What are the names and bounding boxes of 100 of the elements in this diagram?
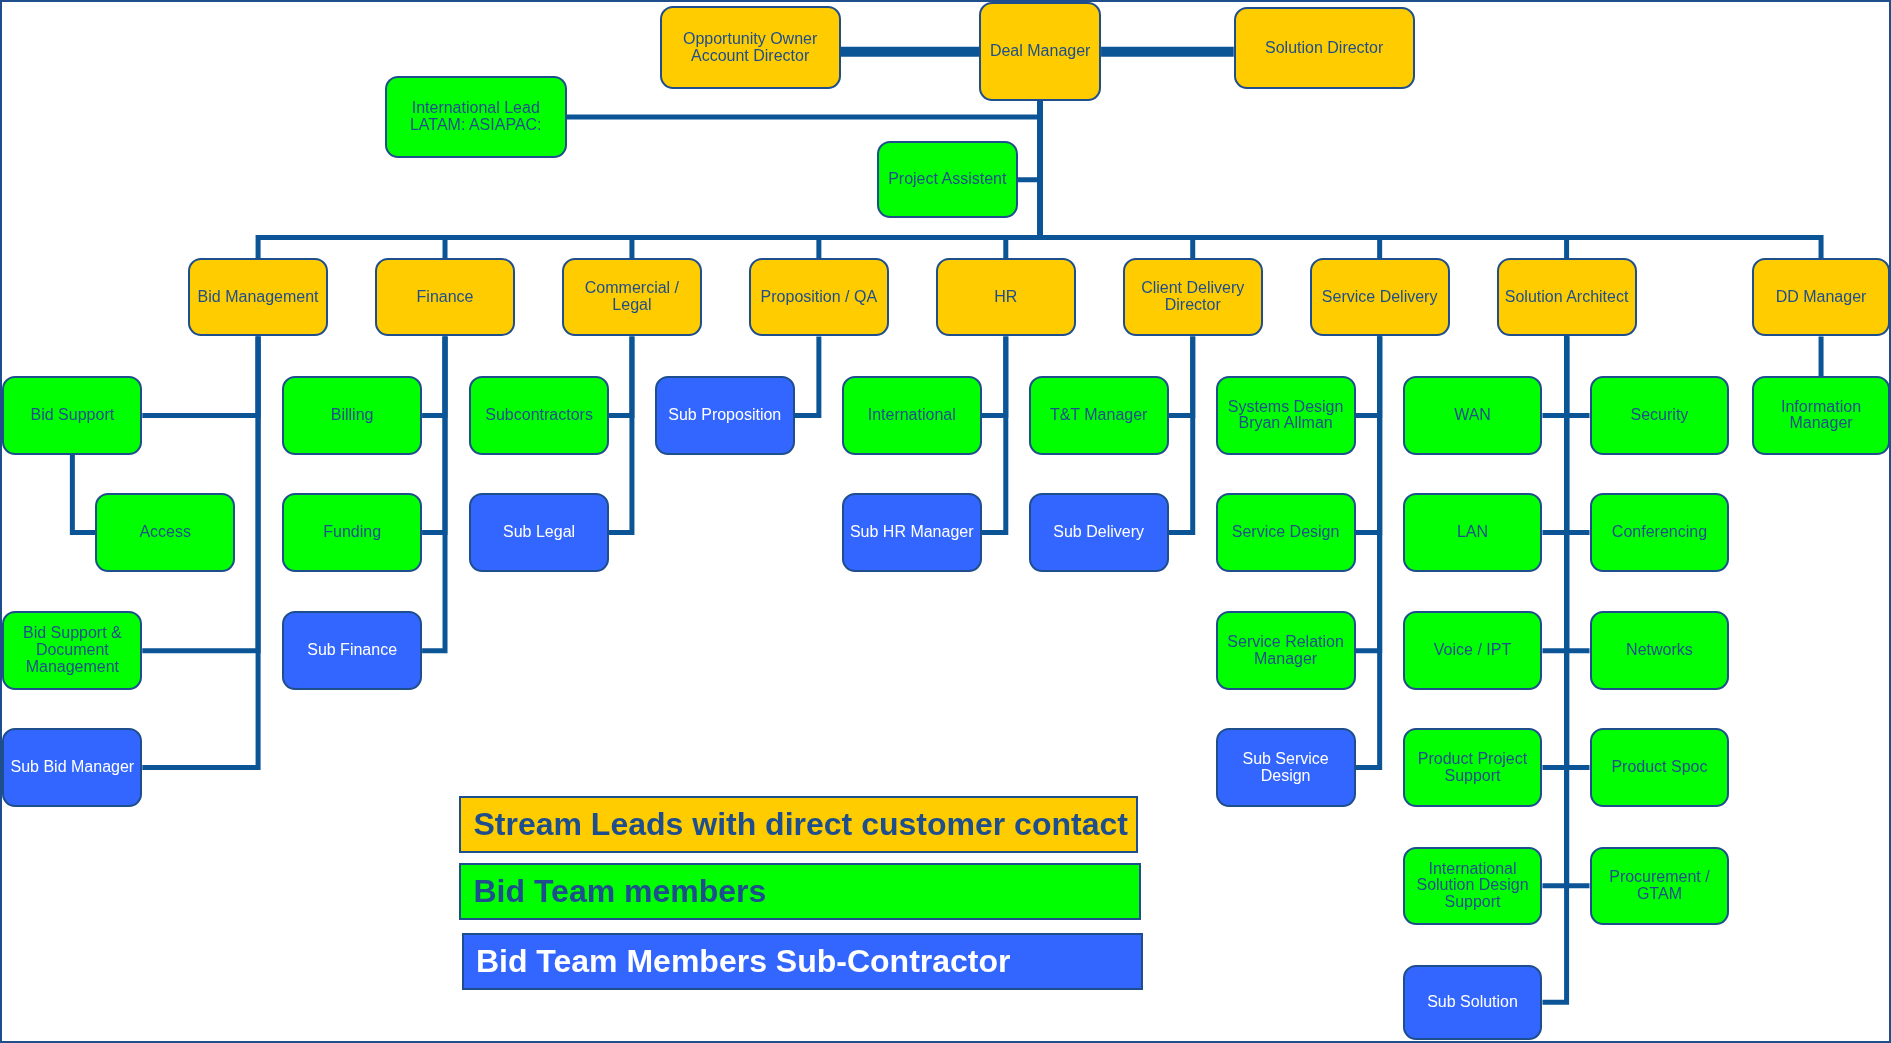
role-label: Service Design xyxy=(1231,524,1340,541)
role-label: Funding xyxy=(323,524,382,541)
role-label: Service Delivery xyxy=(1321,288,1438,306)
stream-lead-box xyxy=(979,2,1102,102)
team-member-box xyxy=(1402,611,1543,690)
role-label: International xyxy=(867,407,956,424)
role-label: Product Spoc xyxy=(1611,759,1708,776)
role-label: Solution Director xyxy=(1265,39,1384,57)
team-member-box xyxy=(1215,493,1356,572)
role-label: Sub Legal xyxy=(503,524,576,541)
connector-line xyxy=(840,46,980,57)
connector-line xyxy=(1101,46,1234,57)
role-label: Finance xyxy=(416,288,474,306)
role-label: Product Project Support xyxy=(1416,750,1529,785)
role-label: Deal Manager xyxy=(989,43,1091,61)
stream-lead-box xyxy=(1233,7,1415,90)
team-member-box xyxy=(1215,611,1356,690)
role-label: Client Delivery Director xyxy=(1140,280,1246,315)
team-member-box xyxy=(1589,846,1730,925)
role-label: Service Relation Manager xyxy=(1226,633,1345,668)
connector-line xyxy=(142,336,261,771)
role-label: WAN xyxy=(1454,407,1491,424)
team-member-box xyxy=(2,376,143,455)
team-member-box xyxy=(1402,493,1543,572)
role-label: Systems Design Bryan Allman xyxy=(1226,398,1345,433)
role-label: Information Manager xyxy=(1780,398,1863,433)
stream-lead-box xyxy=(1496,258,1637,337)
stream-lead-box xyxy=(1122,258,1263,337)
stream-lead-box xyxy=(188,258,328,337)
role-label: Networks xyxy=(1626,642,1693,659)
role-label: Billing xyxy=(330,407,374,424)
subcontractor-box xyxy=(1028,493,1169,572)
role-label: Bid Management xyxy=(197,288,319,306)
team-member-box xyxy=(1402,846,1543,925)
role-label: Security xyxy=(1630,407,1689,424)
subcontractor-box xyxy=(1215,728,1356,807)
role-label: Opportunity Owner Account Director xyxy=(681,30,819,65)
team-member-box xyxy=(282,376,423,455)
role-label: Sub Service Design xyxy=(1241,750,1330,785)
role-label: Access xyxy=(139,524,191,541)
stream-lead-box xyxy=(659,6,841,90)
connector-line xyxy=(1355,336,1383,771)
team-member-box xyxy=(1215,376,1356,455)
role-label: International Solution Design Support xyxy=(1415,860,1530,911)
team-member-box xyxy=(1589,728,1730,807)
team-member-box xyxy=(282,493,423,572)
connector-line xyxy=(609,336,635,535)
team-member-box xyxy=(876,141,1018,219)
role-label: Voice / IPT xyxy=(1433,642,1512,659)
team-member-box xyxy=(2,611,143,690)
role-label: International Lead LATAM: ASIAPAC: xyxy=(408,100,543,134)
connector-line xyxy=(981,336,1009,535)
subcontractor-box xyxy=(469,493,609,572)
team-member-box xyxy=(1402,728,1543,807)
role-label: Sub Bid Manager xyxy=(10,759,135,776)
role-label: Bid Support & Document Management xyxy=(22,625,123,676)
role-label: Conferencing xyxy=(1611,524,1708,541)
role-label: T&T Manager xyxy=(1049,407,1148,424)
legend-label: Stream Leads with direct customer contact xyxy=(473,805,1128,843)
role-label: Solution Architect xyxy=(1504,288,1629,306)
team-member-box xyxy=(1752,376,1890,455)
role-label: Sub Finance xyxy=(307,642,398,659)
role-label: DD Manager xyxy=(1775,288,1867,306)
team-member-box xyxy=(469,376,609,455)
team-member-box xyxy=(1589,376,1730,455)
stream-lead-box xyxy=(1752,258,1890,337)
role-label: Proposition / QA xyxy=(760,288,878,306)
legend-label: Bid Team Members Sub-Contractor xyxy=(475,943,1011,981)
connector-line xyxy=(1168,336,1196,535)
role-label: HR xyxy=(994,288,1018,306)
subcontractor-box xyxy=(841,493,982,572)
subcontractor-box xyxy=(654,376,795,455)
team-member-box xyxy=(1028,376,1169,455)
stream-lead-box xyxy=(375,258,515,337)
connector-line xyxy=(69,454,96,535)
role-label: Bid Support xyxy=(30,407,115,424)
connector-line xyxy=(794,336,822,418)
connector-line xyxy=(422,336,448,654)
stream-lead-box xyxy=(1309,258,1450,337)
team-member-box xyxy=(1402,376,1543,455)
subcontractor-box xyxy=(282,611,423,690)
team-member-box xyxy=(1589,611,1730,690)
role-label: Procurement / GTAM xyxy=(1608,869,1711,903)
role-label: Commercial / Legal xyxy=(583,280,681,315)
legend-label: Bid Team members xyxy=(473,873,767,911)
connector-line xyxy=(1542,336,1570,1005)
team-member-box xyxy=(384,75,567,158)
role-label: Sub Solution xyxy=(1427,993,1518,1011)
connector-line xyxy=(1818,336,1824,377)
team-member-box xyxy=(841,376,982,455)
role-label: LAN xyxy=(1456,524,1489,541)
subcontractor-box xyxy=(1402,964,1543,1040)
team-member-box xyxy=(95,493,236,572)
team-member-box xyxy=(1589,493,1730,572)
role-label: Sub Delivery xyxy=(1053,524,1144,541)
stream-lead-box xyxy=(562,258,702,337)
stream-lead-box xyxy=(935,258,1076,337)
stream-lead-box xyxy=(748,258,889,337)
subcontractor-box xyxy=(2,728,143,807)
role-label: Sub HR Manager xyxy=(849,524,974,541)
